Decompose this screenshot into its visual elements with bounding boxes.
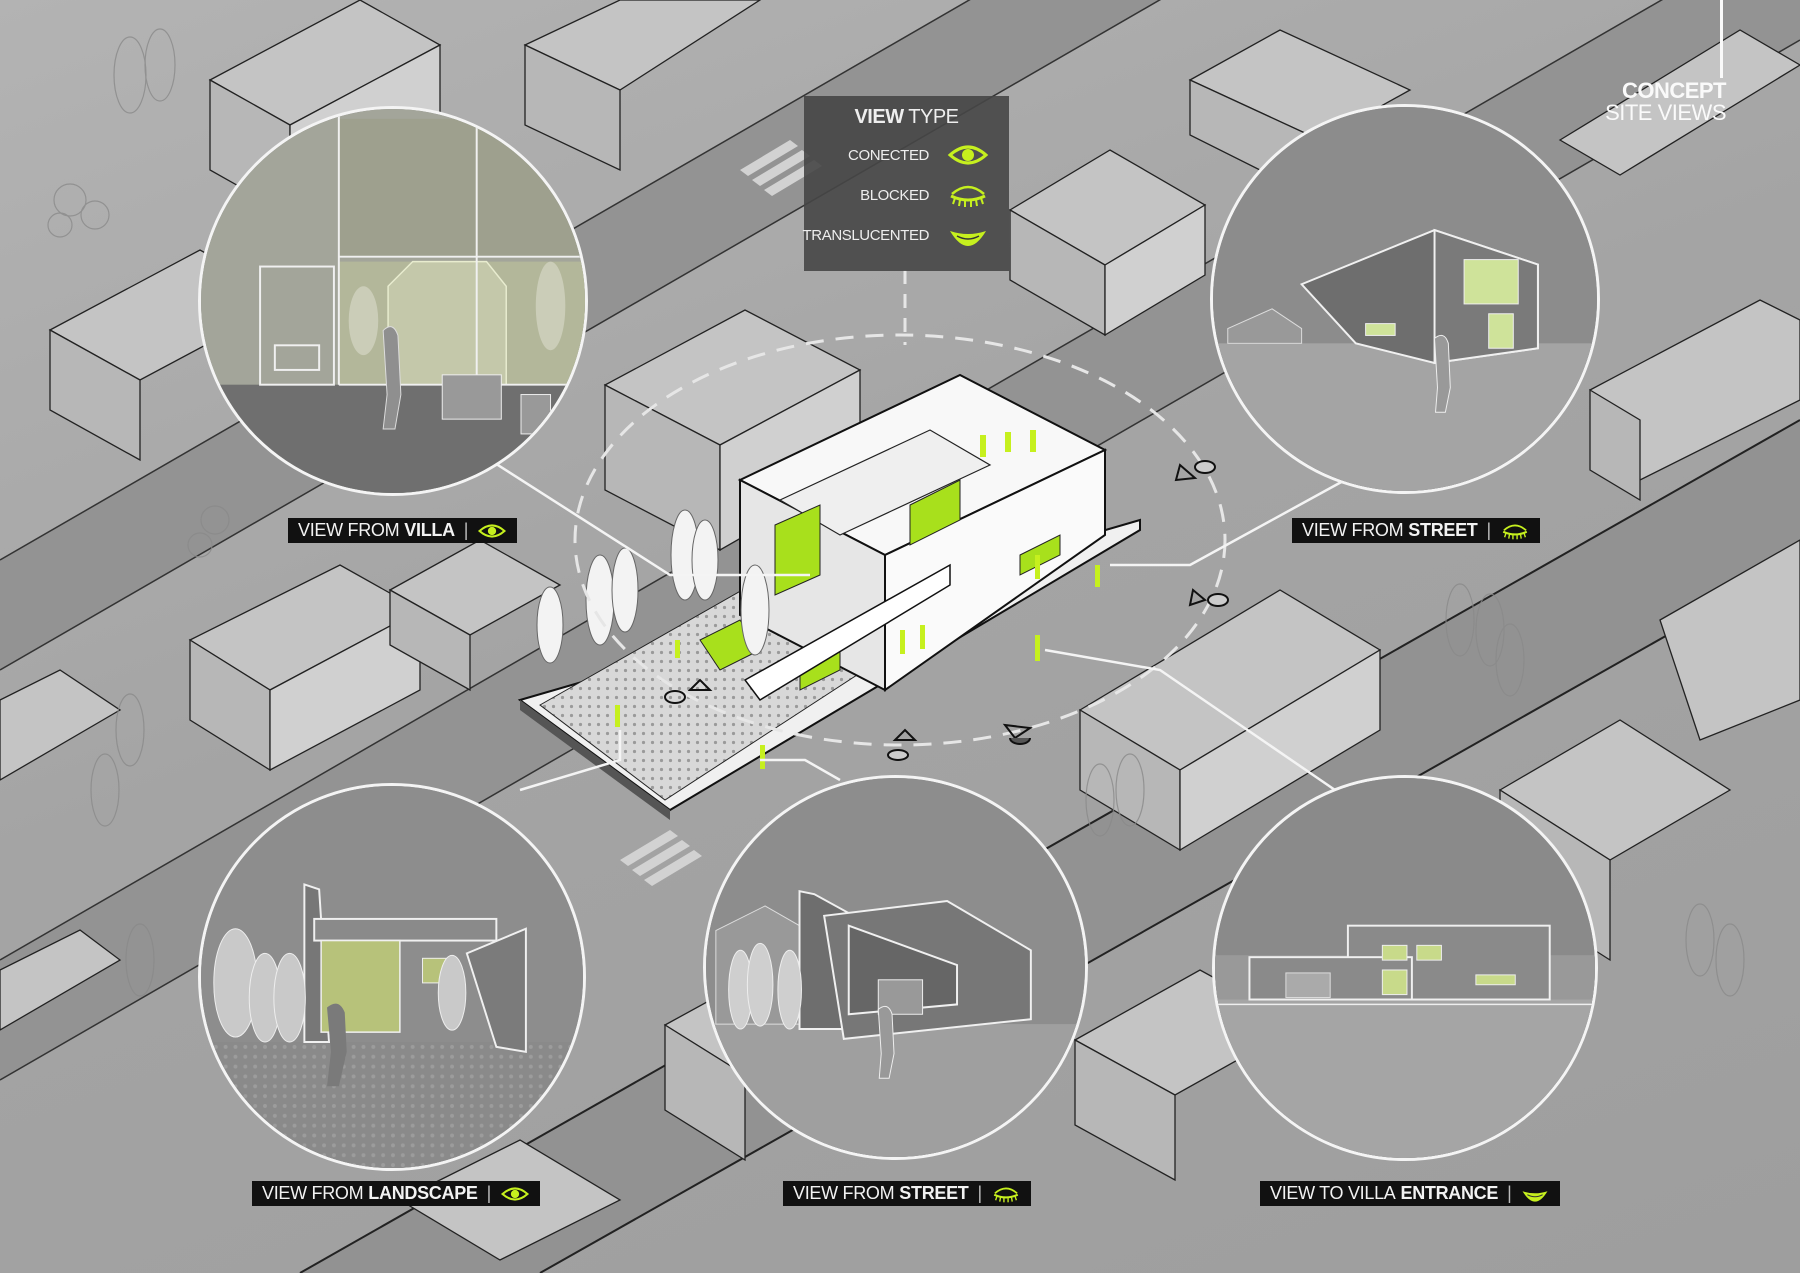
- view-label-street-bottom: VIEW FROM STREET |: [783, 1181, 1031, 1206]
- eye-closed-icon: [993, 1187, 1019, 1202]
- legend-item-translucented: TRANSLUCENTED: [803, 220, 989, 250]
- view-circle-street-bottom: [703, 775, 1088, 1160]
- eye-open-icon: [500, 1186, 530, 1201]
- eye-half-icon: [1523, 1190, 1548, 1202]
- eye-closed-icon: [950, 185, 986, 207]
- title-line-1: CONCEPT: [1621, 78, 1727, 103]
- title-block: CONCEPT SITE VIEWS: [1605, 80, 1726, 124]
- view-label-landscape: VIEW FROM LANDSCAPE |: [252, 1181, 540, 1206]
- view-circle-street-top: [1210, 104, 1600, 494]
- view-markers: [664, 460, 1229, 761]
- street-view-illustration-2: [706, 778, 1085, 1157]
- legend-item-blocked: BLOCKED: [860, 180, 989, 210]
- view-type-legend: VIEW TYPE CONECTED BLOCKED TRANSLUCENTED: [803, 96, 1009, 271]
- street-view-illustration: [1213, 107, 1597, 491]
- legend-item-conected: CONECTED: [848, 140, 989, 170]
- view-circle-villa-entrance: [1212, 775, 1598, 1161]
- eye-open-icon: [478, 523, 507, 538]
- eye-closed-icon: [1502, 524, 1528, 539]
- people-figures: [615, 430, 1100, 769]
- title-rule: [1720, 0, 1723, 78]
- eye-half-icon: [950, 231, 986, 246]
- view-radius-dashed: [573, 333, 1227, 747]
- view-circle-villa: [198, 106, 588, 496]
- view-label-villa: VIEW FROM VILLA |: [288, 518, 518, 543]
- legend-title: VIEW TYPE: [854, 106, 959, 128]
- interior-view-illustration: [201, 109, 585, 493]
- leader-lines: [489, 458, 1346, 792]
- view-circle-landscape: [198, 783, 586, 1171]
- view-label-villa-entrance: VIEW TO VILLA ENTRANCE |: [1260, 1181, 1561, 1206]
- background-trees: [47, 28, 1745, 997]
- title-line-2: SITE VIEWS: [1605, 100, 1726, 125]
- eye-open-icon: [947, 145, 989, 165]
- view-label-street-top: VIEW FROM STREET |: [1292, 518, 1540, 543]
- landscape-view-illustration: [201, 786, 583, 1168]
- entrance-view-illustration: [1215, 778, 1595, 1158]
